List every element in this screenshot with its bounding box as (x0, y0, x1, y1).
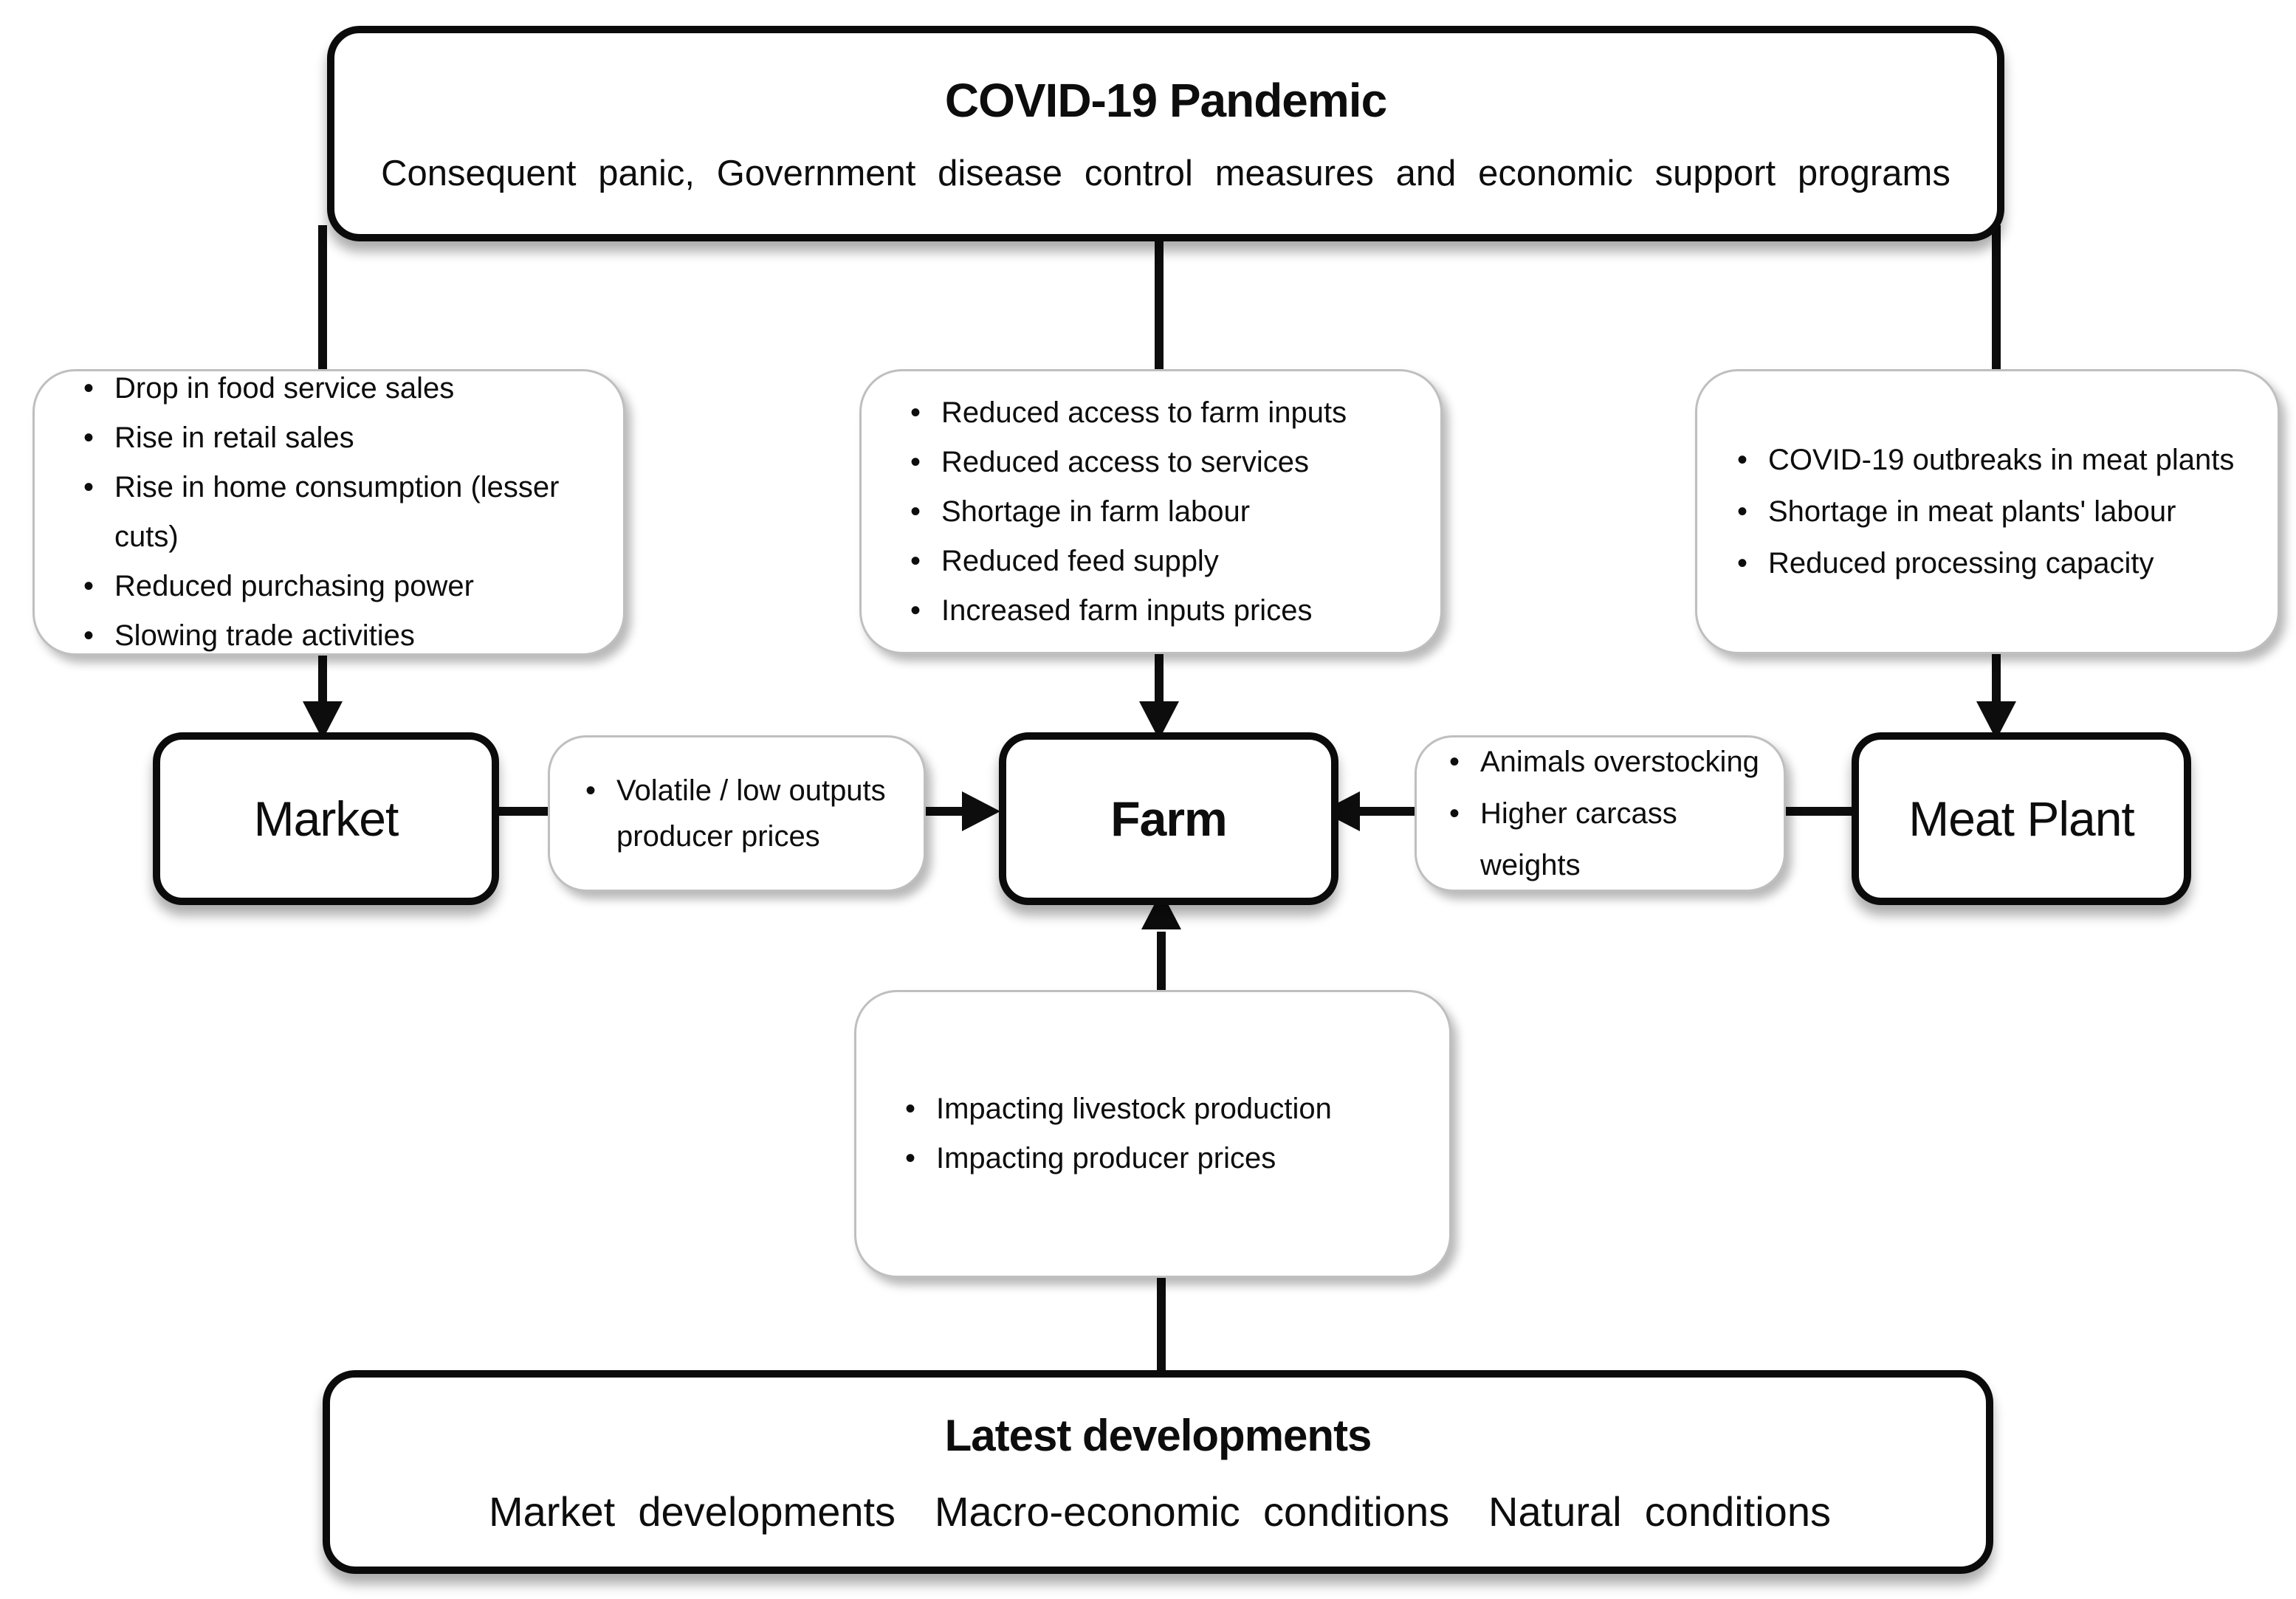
list-item: Reduced access to services (907, 438, 1420, 487)
list-item: Reduced access to farm inputs (907, 388, 1420, 438)
latest-item-natural: Natural conditions (1488, 1488, 1831, 1535)
market-effects-card: Drop in food service sales Rise in retai… (32, 364, 625, 661)
meat-plant-node: Meat Plant (1852, 732, 2191, 905)
arrow-right-icon (962, 791, 1000, 831)
list-item: Reduced feed supply (907, 537, 1420, 586)
list-item: Slowing trade activities (80, 611, 602, 661)
list-item: Volatile / low outputs producer prices (582, 768, 912, 859)
list-item: Increased farm inputs prices (907, 586, 1420, 636)
latest-developments-title: Latest developments (944, 1411, 1372, 1460)
list-item: Impacting livestock production (902, 1084, 1429, 1134)
list-item: Reduced purchasing power (80, 562, 602, 611)
list-item: Shortage in meat plants' labour (1734, 486, 2257, 537)
list-item: Higher carcass weights (1446, 788, 1776, 891)
meat-plant-to-farm-card: Animals overstocking Higher carcass weig… (1415, 735, 1786, 892)
list-item: Animals overstocking (1446, 736, 1776, 788)
banner-subtitle: Consequent panic, Government disease con… (381, 154, 1950, 193)
market-node: Market (153, 732, 499, 905)
meat-plant-node-label: Meat Plant (1908, 791, 2134, 846)
market-node-label: Market (253, 791, 399, 846)
list-item: Drop in food service sales (80, 364, 602, 413)
list-item: Shortage in farm labour (907, 487, 1420, 537)
farm-node: Farm (999, 732, 1338, 905)
meat-plant-effects-card: COVID-19 outbreaks in meat plants Shorta… (1695, 369, 2280, 654)
list-item: Reduced processing capacity (1734, 537, 2257, 589)
list-item: Rise in home consumption (lesser cuts) (80, 463, 602, 562)
list-item: COVID-19 outbreaks in meat plants (1734, 434, 2257, 486)
market-to-farm-list: Volatile / low outputs producer prices (550, 768, 924, 859)
list-item: Impacting producer prices (902, 1134, 1429, 1183)
meat-plant-to-farm-list: Animals overstocking Higher carcass weig… (1417, 736, 1784, 891)
latest-developments-row: Market developments Macro-economic condi… (330, 1461, 1986, 1536)
arrow-down-icon (1139, 701, 1179, 740)
latest-item-market: Market developments (489, 1488, 896, 1535)
farm-feedback-list: Impacting livestock production Impacting… (856, 1084, 1449, 1183)
farm-effects-card: Reduced access to farm inputs Reduced ac… (859, 369, 1443, 654)
covid-pandemic-banner: COVID-19 Pandemic Consequent panic, Gove… (327, 26, 2004, 241)
meat-plant-effects-list: COVID-19 outbreaks in meat plants Shorta… (1697, 434, 2278, 589)
farm-node-label: Farm (1110, 791, 1227, 846)
market-effects-list: Drop in food service sales Rise in retai… (35, 364, 623, 661)
banner-title: COVID-19 Pandemic (944, 74, 1387, 127)
farm-feedback-card: Impacting livestock production Impacting… (854, 990, 1451, 1278)
latest-developments-banner: Latest developments Market developments … (323, 1370, 1993, 1574)
arrow-down-icon (1976, 701, 2016, 740)
market-to-farm-card: Volatile / low outputs producer prices (548, 735, 926, 892)
arrow-left-icon (1321, 791, 1360, 831)
latest-item-macro: Macro-economic conditions (934, 1488, 1450, 1535)
list-item: Rise in retail sales (80, 413, 602, 463)
farm-effects-list: Reduced access to farm inputs Reduced ac… (862, 388, 1440, 636)
arrow-down-icon (303, 701, 343, 740)
arrow-up-icon (1141, 891, 1181, 929)
